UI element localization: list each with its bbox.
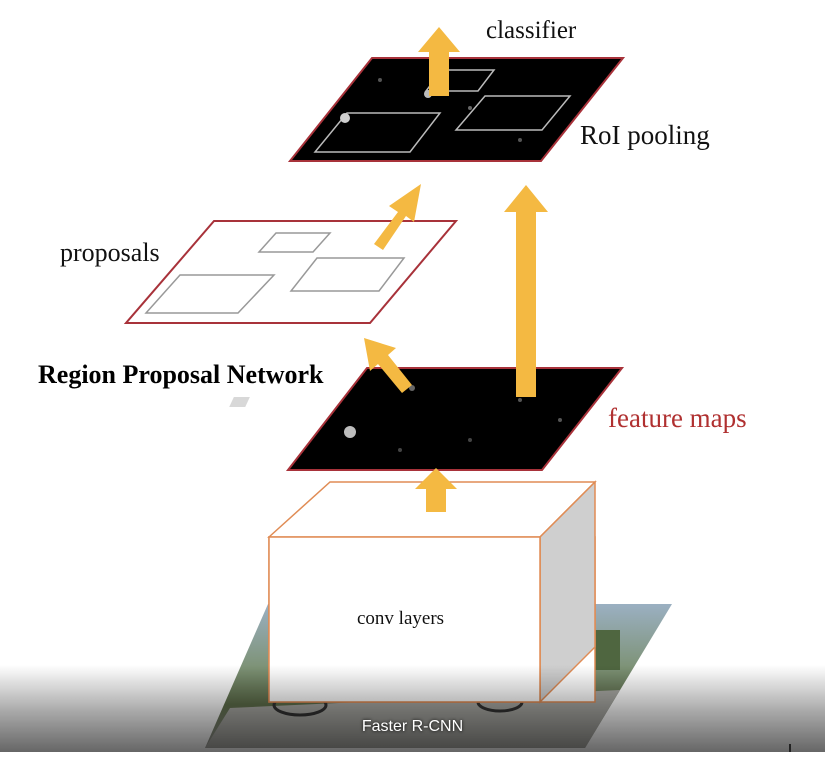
conv-layers-block xyxy=(267,480,597,704)
activation-spot xyxy=(344,426,356,438)
roi-pooling-layer xyxy=(287,57,626,162)
conv-layers-label: conv layers xyxy=(357,608,445,629)
proposal-box xyxy=(257,232,332,253)
proposals-layer xyxy=(123,220,459,324)
video-caption: Faster R-CNN xyxy=(361,718,464,735)
proposals-label: proposals xyxy=(60,238,160,267)
arrow-feature-to-rpn xyxy=(364,338,412,393)
arrow-feature-to-roi xyxy=(504,185,548,397)
feature-maps-label: feature maps xyxy=(608,403,747,433)
roi-pooling-label: RoI pooling xyxy=(580,120,710,150)
proposal-box xyxy=(144,274,276,314)
arrow-proposals-to-roi xyxy=(374,184,421,250)
arrow-conv-to-feature xyxy=(415,468,457,512)
roi-box xyxy=(313,112,442,153)
classifier-label: classifier xyxy=(486,17,577,44)
activation-spot xyxy=(229,397,250,407)
arrow-roi-to-classifier xyxy=(418,27,460,96)
proposal-box xyxy=(289,257,406,292)
roi-box xyxy=(454,95,572,131)
cursor-icon xyxy=(789,744,791,752)
rpn-label: Region Proposal Network xyxy=(38,360,324,389)
feature-maps-layer xyxy=(229,367,625,471)
